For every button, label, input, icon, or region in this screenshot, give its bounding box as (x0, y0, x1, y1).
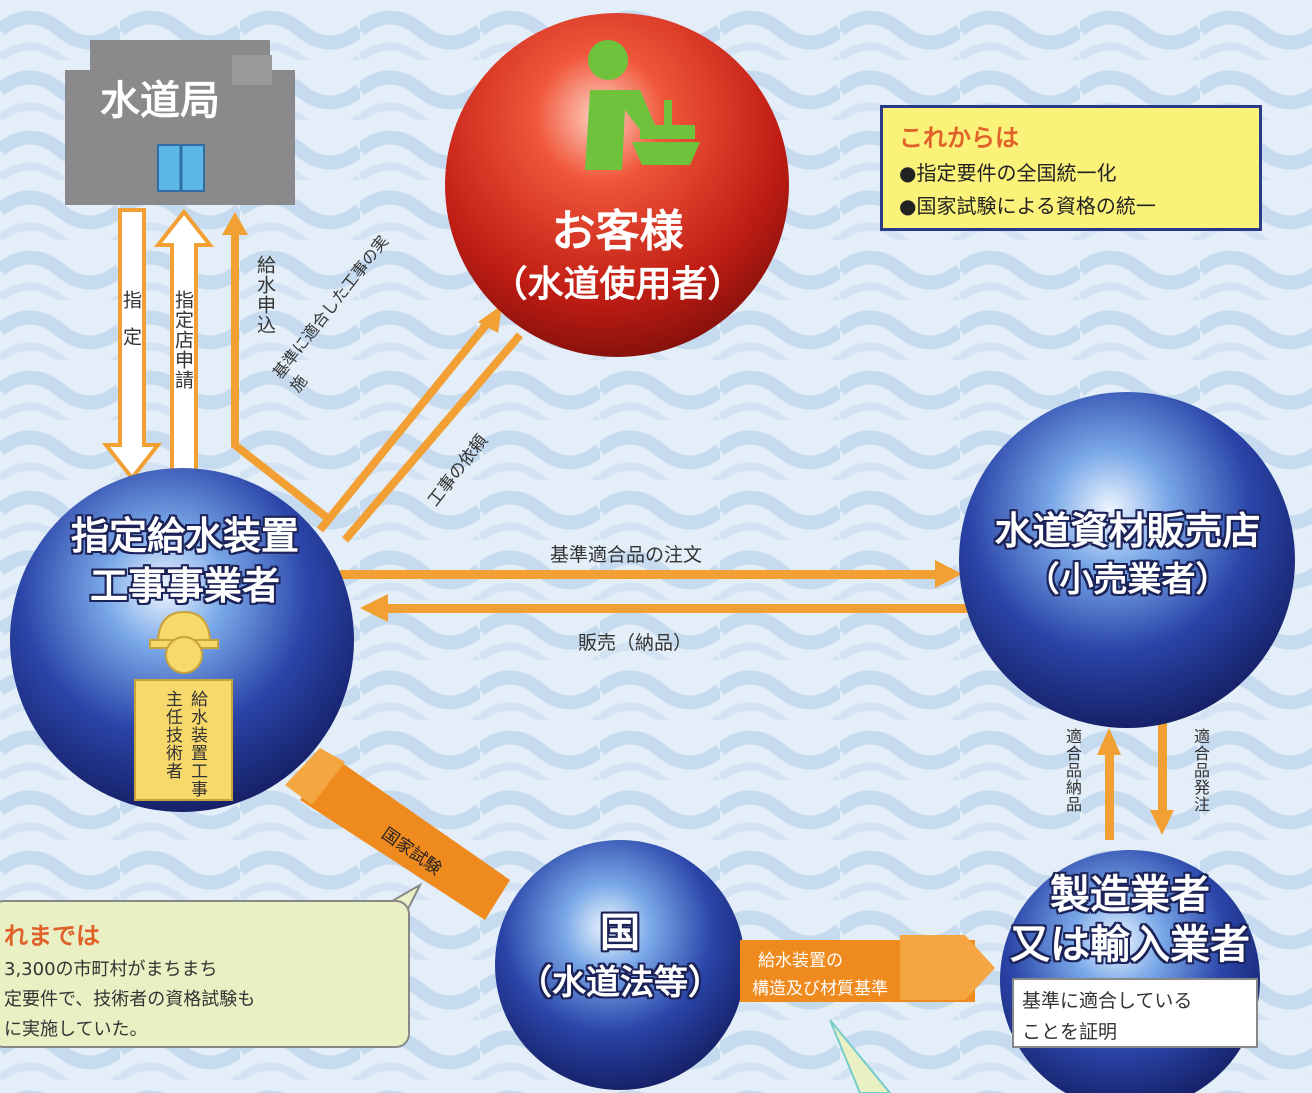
future-note: これからは ●指定要件の全国統一化 ●国家試験による資格の統一 (880, 105, 1262, 231)
past-note-line3: に実施していた。 (4, 1019, 148, 1040)
waterworks-label: 水道局 (100, 78, 220, 124)
water-supply-application-arrow (222, 212, 333, 524)
retailer-title: 水道資材販売店 (994, 509, 1261, 553)
nation-title: 国 (600, 910, 640, 956)
compliant-order-label: 適合品発注 (1191, 728, 1210, 813)
manufacturer-subtitle: 又は輸入業者 (1010, 922, 1250, 968)
sale-arrow (360, 594, 975, 622)
waterworks-building-icon (65, 40, 295, 205)
customer-subtitle: （水道使用者） (491, 264, 744, 305)
chief-engineer-label: 給水装置工事主任技術者 (162, 690, 207, 798)
national-exam-hand-arrow (285, 748, 510, 920)
compliant-delivery-arrow (1097, 728, 1121, 840)
customer-sphere (445, 13, 789, 357)
compliant-order-arrow (1150, 720, 1174, 835)
sale-label: 販売（納品） (578, 632, 693, 654)
future-note-title: これからは (899, 124, 1019, 152)
customer-at-sink-icon (585, 40, 700, 170)
designation-arrow (101, 208, 163, 482)
technician-figure-icon (134, 610, 233, 801)
compliant-work-arrow (316, 305, 502, 533)
past-note-title: れまでは (4, 922, 100, 950)
customer-title: お客様 (551, 206, 684, 257)
manufacturer-title: 製造業者 (1050, 872, 1210, 918)
standards-label-line2: 構造及び材質基準 (752, 979, 888, 999)
certify-line1: 基準に適合している (1022, 990, 1193, 1012)
past-note: れまでは 3,300の市町村がまちまち 定要件で、技術者の資格試験も に実施して… (0, 900, 410, 1048)
work-request-arrow (341, 332, 524, 543)
water-supply-application-label: 給水申込 (254, 255, 276, 335)
past-note-line2: 定要件で、技術者の資格試験も (4, 989, 256, 1010)
order-label: 基準適合品の注文 (550, 544, 703, 566)
designation-application-label: 指定店申請 (172, 290, 194, 390)
retailer-subtitle: （小売業者） (1025, 560, 1230, 600)
nation-sphere (495, 840, 745, 1090)
designation-application-arrow (153, 208, 215, 480)
standards-label-line1: 給水装置の (758, 951, 843, 971)
designation-label: 指定 (120, 290, 142, 364)
retailer-sphere (959, 392, 1295, 728)
future-note-item2: ●国家試験による資格の統一 (899, 194, 1156, 218)
standards-hand-arrow (740, 935, 995, 1002)
nation-subtitle: （水道法等） (518, 963, 722, 1003)
certify-note: 基準に適合している ことを証明 (1012, 978, 1258, 1048)
order-arrow (340, 560, 962, 588)
past-note-line1: 3,300の市町村がまちまち (4, 959, 218, 980)
contractor-title: 指定給水装置 (70, 514, 299, 558)
compliant-delivery-label: 適合品納品 (1063, 728, 1082, 813)
certify-line2: ことを証明 (1022, 1021, 1118, 1043)
contractor-subtitle: 工事事業者 (89, 564, 280, 608)
future-note-item1: ●指定要件の全国統一化 (899, 161, 1117, 185)
